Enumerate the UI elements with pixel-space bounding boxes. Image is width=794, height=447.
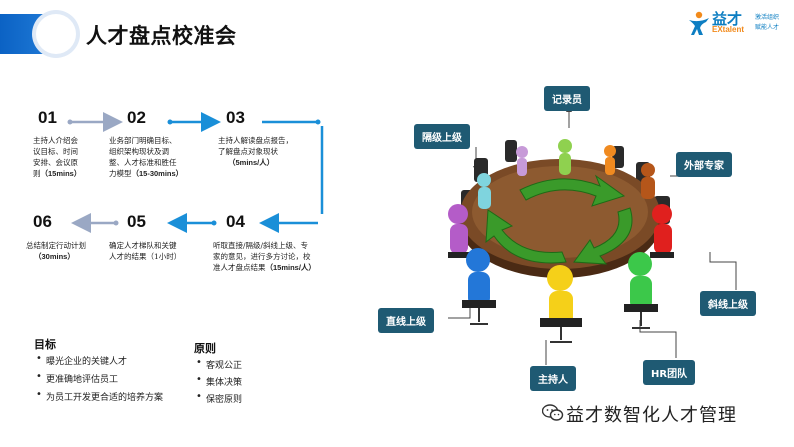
goal-item: 为员工开发更合适的培养方案 <box>36 389 163 403</box>
logo-tagline-2: 赋能人才 <box>755 25 780 31</box>
logo-tagline-1: 激活组织 <box>755 15 780 21</box>
step-01-number: 01 <box>38 108 57 127</box>
principle-item: 集体决策 <box>196 374 242 388</box>
step-02-text: 业务部门明确目标、组织架构现状及调整、人才标准和胜任 力模型（15-30mins… <box>109 136 184 178</box>
step-04-number: 04 <box>226 212 245 231</box>
principles-title: 原则 <box>194 342 216 355</box>
principle-item: 保密原则 <box>196 391 242 405</box>
step-05-text: 确定人才梯队和关键人才的结果（1小时） <box>109 241 182 261</box>
goal-item: 更准确地评估员工 <box>36 371 118 385</box>
step-04-text: 听取直接/隔级/斜线上级、专家的意见，进行多方讨论，校 准人才盘点结果（15mi… <box>213 241 316 272</box>
role-tag-external-expert: 外部专家 <box>676 152 732 177</box>
page-title: 人才盘点校准会 <box>86 24 237 48</box>
goal-item: 曝光企业的关键人才 <box>36 353 127 367</box>
logo-name-en: EXtalent <box>712 25 745 34</box>
brand-logo: 益才 EXtalent 激活组织 赋能人才 <box>686 8 786 38</box>
header-accent-circle <box>36 14 76 54</box>
goals-title: 目标 <box>34 338 56 351</box>
logo-figure-icon <box>689 11 709 35</box>
role-tag-host: 主持人 <box>530 366 576 391</box>
step-06-text: 总结制定行动计划 （30mins） <box>26 241 86 261</box>
role-tag-skip-level: 隔级上级 <box>414 124 470 149</box>
role-tag-dotted-manager: 斜线上级 <box>700 291 756 316</box>
logo-name-cn: 益才 <box>712 10 743 28</box>
role-tag-recorder: 记录员 <box>544 86 590 111</box>
step-03-number: 03 <box>226 108 245 127</box>
step-01-text: 主持人介绍会议目标、时间安排、会议原 则（15mins） <box>33 136 82 178</box>
principle-item: 客观公正 <box>196 357 242 371</box>
step-03-text: 主持人解读盘点报告，了解盘点对象现状 （5mins/人） <box>218 136 293 167</box>
watermark-text: 益才数智化人才管理 <box>566 405 737 426</box>
role-tag-direct-manager: 直线上级 <box>378 308 434 333</box>
step-02-number: 02 <box>127 108 146 127</box>
step-06-number: 06 <box>33 212 52 231</box>
step-05-number: 05 <box>127 212 146 231</box>
wechat-icon <box>542 404 564 421</box>
role-tag-hr-team: HR团队 <box>643 360 696 385</box>
